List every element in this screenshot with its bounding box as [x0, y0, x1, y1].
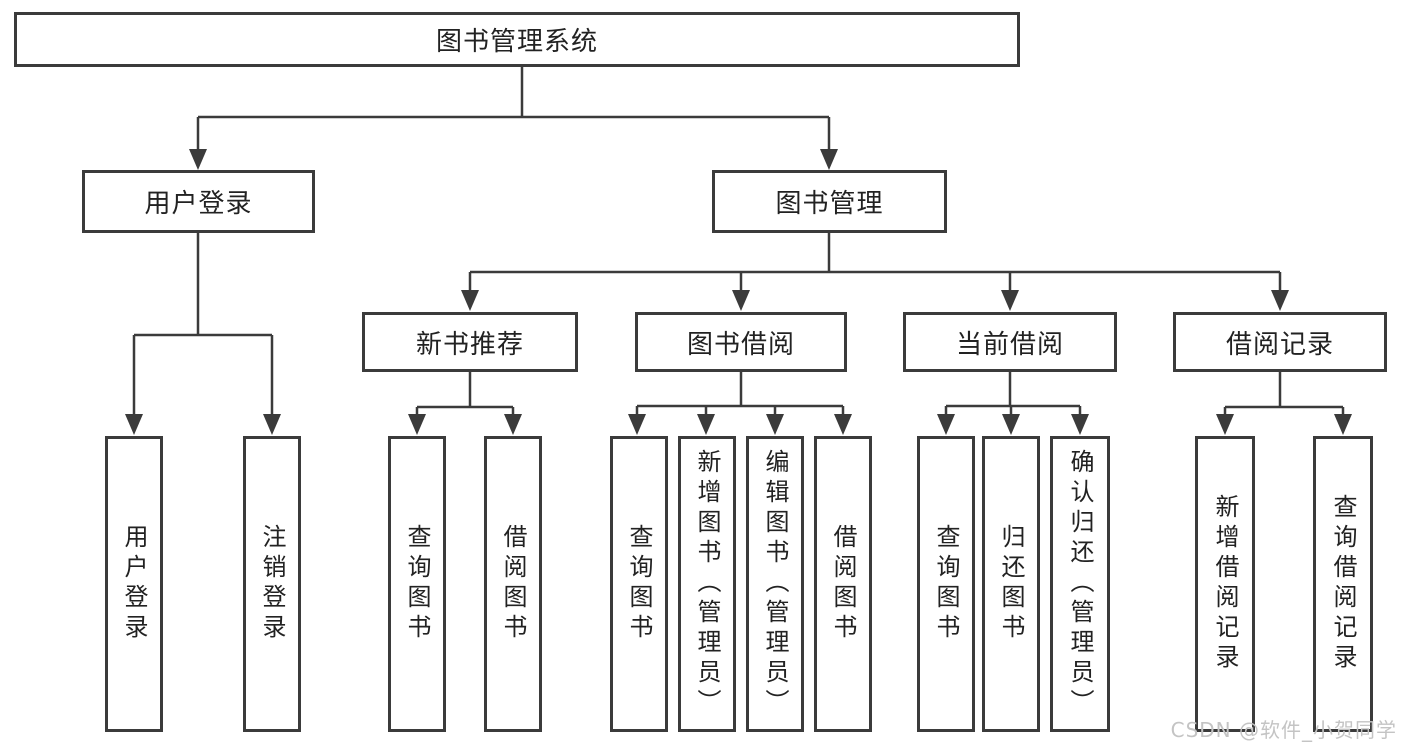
- connector-root-to-branches: [196, 67, 831, 151]
- node-root-system-label: 图书管理系统: [435, 27, 598, 57]
- arrowhead: [1216, 414, 1234, 435]
- arrowhead: [766, 414, 784, 435]
- leaf-borrow-books-recommend-label: 借阅图书: [499, 524, 527, 644]
- arrowhead: [834, 414, 852, 435]
- node-current-borrow-label: 当前借阅: [955, 329, 1064, 360]
- leaf-borrow-books-label: 借阅图书: [829, 524, 857, 644]
- node-borrow-records-label: 借阅记录: [1225, 329, 1334, 360]
- connector-user-login-to-leaves: [132, 233, 274, 416]
- leaf-query-books-current: 查询图书: [917, 436, 975, 732]
- arrowhead: [504, 414, 522, 435]
- leaf-add-books-admin-label: 新增图书（管理员）: [693, 449, 721, 719]
- node-borrow-records: 借阅记录: [1173, 312, 1387, 372]
- leaf-query-books-borrow: 查询图书: [610, 436, 668, 732]
- arrowhead: [189, 149, 207, 170]
- arrowhead: [461, 290, 479, 311]
- arrowhead: [1001, 290, 1019, 311]
- leaf-query-books-recommend: 查询图书: [388, 436, 446, 732]
- arrowhead: [1071, 414, 1089, 435]
- node-book-borrow: 图书借阅: [635, 312, 847, 372]
- leaf-logout-label: 注销登录: [258, 524, 286, 644]
- leaf-query-books-borrow-label: 查询图书: [625, 524, 653, 644]
- leaf-borrow-books: 借阅图书: [814, 436, 872, 732]
- node-root-system: 图书管理系统: [14, 12, 1020, 67]
- leaf-edit-books-admin-label: 编辑图书（管理员）: [761, 449, 789, 719]
- arrowhead: [125, 414, 143, 435]
- arrowhead: [697, 414, 715, 435]
- leaf-user-login: 用户登录: [105, 436, 163, 732]
- node-book-mgmt-branch-label: 图书管理: [775, 189, 884, 219]
- leaf-add-borrow-record: 新增借阅记录: [1195, 436, 1255, 732]
- csdn-watermark: CSDN @软件_小贺同学: [1170, 718, 1397, 742]
- arrowhead: [1334, 414, 1352, 435]
- leaf-query-books-current-label: 查询图书: [932, 524, 960, 644]
- leaf-add-books-admin: 新增图书（管理员）: [678, 436, 736, 732]
- leaf-borrow-books-recommend: 借阅图书: [484, 436, 542, 732]
- arrowhead: [263, 414, 281, 435]
- leaf-confirm-return-admin-label: 确认归还（管理员）: [1066, 449, 1094, 719]
- leaf-confirm-return-admin: 确认归还（管理员）: [1050, 436, 1110, 732]
- connector-new-book-to-leaves: [415, 372, 515, 416]
- leaf-logout: 注销登录: [243, 436, 301, 732]
- connector-book-mgmt-to-modules: [468, 233, 1282, 292]
- node-current-borrow: 当前借阅: [903, 312, 1117, 372]
- leaf-edit-books-admin: 编辑图书（管理员）: [746, 436, 804, 732]
- leaf-query-borrow-record-label: 查询借阅记录: [1329, 494, 1357, 674]
- connector-current-borrow-to-leaves: [944, 372, 1082, 416]
- connector-book-borrow-to-leaves: [635, 372, 845, 416]
- arrowhead: [1271, 290, 1289, 311]
- node-book-mgmt-branch: 图书管理: [712, 170, 947, 233]
- node-user-login-branch-label: 用户登录: [144, 189, 253, 219]
- node-new-book-recommend: 新书推荐: [362, 312, 578, 372]
- arrowhead: [937, 414, 955, 435]
- arrowhead: [1002, 414, 1020, 435]
- leaf-query-borrow-record: 查询借阅记录: [1313, 436, 1373, 732]
- leaf-query-books-recommend-label: 查询图书: [403, 524, 431, 644]
- leaf-user-login-label: 用户登录: [120, 524, 148, 644]
- node-book-borrow-label: 图书借阅: [686, 329, 795, 360]
- node-user-login-branch: 用户登录: [82, 170, 315, 233]
- leaf-return-books-label: 归还图书: [997, 524, 1025, 644]
- arrowhead: [732, 290, 750, 311]
- arrowhead: [628, 414, 646, 435]
- leaf-return-books: 归还图书: [982, 436, 1040, 732]
- connector-borrow-records-to-leaves: [1223, 372, 1345, 416]
- arrowheads: [125, 149, 1352, 435]
- arrowhead: [408, 414, 426, 435]
- leaf-add-borrow-record-label: 新增借阅记录: [1211, 494, 1239, 674]
- node-new-book-recommend-label: 新书推荐: [415, 329, 524, 360]
- arrowhead: [820, 149, 838, 170]
